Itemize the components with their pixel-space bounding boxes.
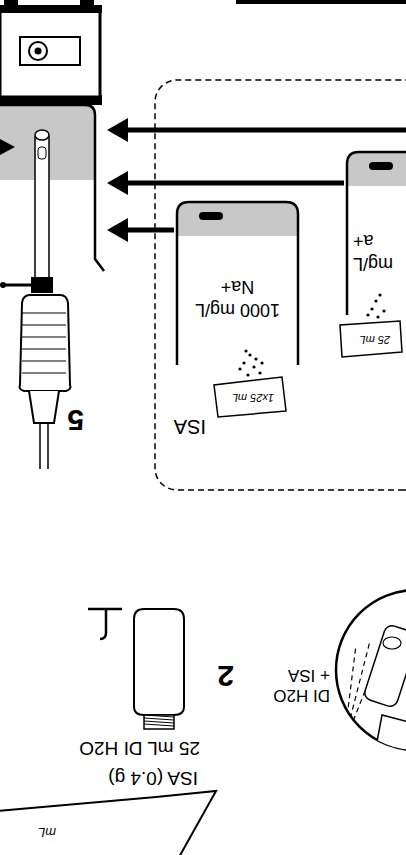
standard-liquid [348, 153, 406, 186]
grip-ridge [22, 373, 66, 374]
meter-foot [4, 0, 18, 7]
standards-group [155, 80, 406, 490]
wash-nozzle [350, 733, 376, 744]
pointer-arrow [0, 139, 15, 155]
clip-pivot [0, 282, 6, 288]
meter [0, 0, 102, 105]
electrode-stem [35, 137, 49, 287]
powder-dot [260, 361, 263, 364]
packet-label: 1x25 mL [232, 391, 274, 404]
powder-dot [374, 299, 377, 302]
powder-dot [258, 371, 261, 374]
cable [39, 423, 41, 469]
meter-panel [20, 37, 80, 65]
step-number: 5 [67, 403, 84, 438]
concentration-label: 1000 mg/L Na+ [188, 276, 288, 321]
electrode-clip [31, 277, 53, 293]
powder-dot [378, 293, 381, 296]
electrode-tip [363, 624, 406, 709]
thread-line [144, 724, 174, 726]
powder-dot [370, 307, 373, 310]
rinse-note: DI H2O + ISA [266, 666, 330, 705]
frame-line [236, 0, 406, 4]
clip-arm [3, 284, 31, 287]
packet-label: 25 mL [359, 333, 390, 346]
thread-line [144, 721, 174, 723]
electrode-cap [29, 391, 59, 423]
step-number: 2 [217, 659, 234, 694]
electrode-body [20, 295, 71, 391]
arrow-line [126, 181, 344, 186]
arrow-line [126, 128, 406, 133]
arrow-line [126, 228, 174, 233]
electrode-bulb [383, 637, 401, 649]
isa-packet [0, 791, 216, 855]
isa-packet [340, 321, 402, 357]
powder-dot [246, 373, 249, 376]
reagent-note: ISA [174, 415, 206, 438]
meter-knob [29, 42, 47, 60]
stir-bar [199, 212, 223, 220]
powder-dot [382, 309, 385, 312]
rinse-scene [346, 624, 406, 757]
bottle-threads [144, 715, 174, 726]
standard-liquid [178, 203, 297, 236]
scoop [88, 609, 122, 639]
electrode-bulb [35, 130, 49, 140]
powder-dot [248, 353, 251, 356]
meter-body [0, 11, 100, 97]
powder-dot [254, 357, 257, 360]
electrode-junction [38, 147, 46, 159]
wash-bottle [376, 715, 406, 757]
powder-dot [238, 367, 241, 370]
grip-ridge [22, 325, 66, 326]
beaker-wall [347, 152, 406, 315]
arrow-head [107, 218, 128, 242]
reagent-note: 25 mL DI H2O [79, 737, 200, 759]
electrode [0, 130, 71, 469]
beaker [0, 105, 104, 271]
bottle-neck [144, 715, 174, 729]
electrode-grip [22, 313, 66, 373]
packet-label: mL [38, 824, 56, 839]
powder-dot [376, 315, 379, 318]
standard-beaker: mg/L a+ [345, 150, 406, 315]
powder-dot [244, 349, 247, 352]
cable [47, 423, 49, 469]
powder-dot [242, 361, 245, 364]
beaker-wall [177, 202, 298, 365]
arrow-head [107, 118, 128, 142]
bottle-body [134, 609, 184, 715]
meter-knob-center [35, 48, 42, 55]
grip-ridge [22, 361, 66, 362]
grip-ridge [22, 313, 66, 314]
reagent-note: ISA (0.4 g) [108, 767, 198, 789]
thread-line [144, 718, 174, 720]
bottle [134, 609, 184, 729]
concentration-label: mg/L a+ [353, 230, 399, 275]
powder-dot [366, 313, 369, 316]
arrow-head [107, 171, 128, 195]
thread-line [144, 715, 174, 717]
grip-ridge [22, 337, 66, 338]
stir-bar [369, 162, 393, 170]
grip-ridge [22, 349, 66, 350]
meter-foot [80, 0, 94, 7]
isa-packet [214, 377, 286, 417]
powder-dot [252, 365, 255, 368]
standard-beaker: 1000 mg/L Na+ [175, 200, 300, 365]
